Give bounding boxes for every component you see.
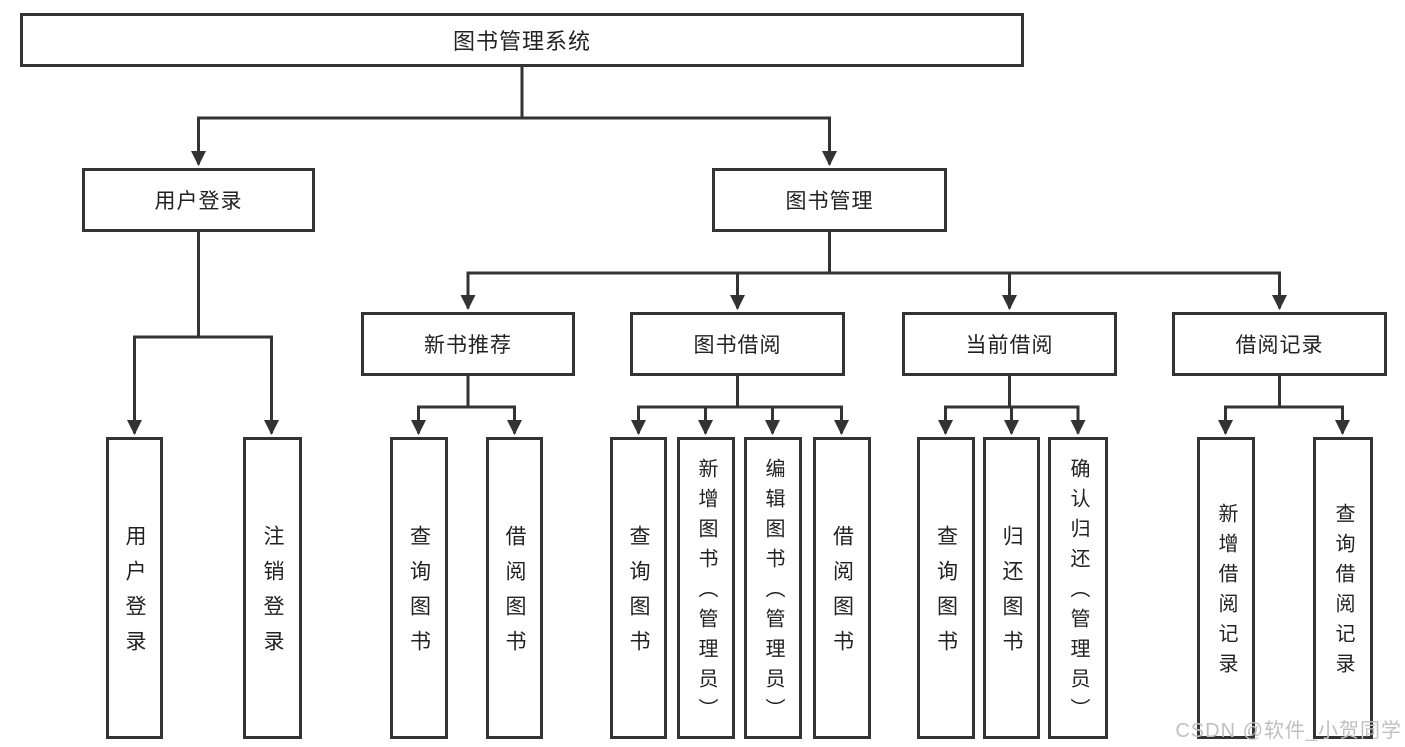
leaf-logout-label: 注销登录 <box>261 525 284 665</box>
leaf-query-borrow-record: 查询借阅记录 <box>1313 437 1373 739</box>
node-root-system: 图书管理系统 <box>20 13 1024 67</box>
leaf-user-login-label: 用户登录 <box>123 525 146 665</box>
leaf-return-books-label: 归还图书 <box>1000 525 1023 665</box>
leaf-query-borrow-record-label: 查询借阅记录 <box>1332 503 1354 683</box>
node-book-borrowing: 图书借阅 <box>630 312 845 376</box>
node-new-book-recommend: 新书推荐 <box>361 312 575 376</box>
node-book-management: 图书管理 <box>712 168 947 232</box>
leaf-confirm-return-admin: 确认归还（管理员） <box>1048 437 1108 739</box>
leaf-add-borrow-record-label: 新增借阅记录 <box>1215 503 1237 683</box>
leaf-borrowing-query-books: 查询图书 <box>610 437 667 739</box>
node-borrowing-records: 借阅记录 <box>1172 312 1387 376</box>
leaf-edit-books-admin: 编辑图书（管理员） <box>744 437 802 739</box>
leaf-recommend-borrow-books: 借阅图书 <box>486 437 543 739</box>
leaf-add-books-admin: 新增图书（管理员） <box>677 437 735 739</box>
leaf-borrowing-borrow-books-label: 借阅图书 <box>830 525 854 665</box>
leaf-return-books: 归还图书 <box>983 437 1040 739</box>
leaf-borrowing-borrow-books: 借阅图书 <box>813 437 871 739</box>
leaf-logout: 注销登录 <box>243 437 302 739</box>
csdn-watermark: CSDN @软件_小贺同学 <box>1175 720 1402 742</box>
leaf-borrowing-query-books-label: 查询图书 <box>627 525 650 665</box>
node-user-login: 用户登录 <box>82 168 315 232</box>
leaf-add-borrow-record: 新增借阅记录 <box>1197 437 1255 739</box>
leaf-current-query-books-label: 查询图书 <box>934 525 958 665</box>
leaf-recommend-query-books-label: 查询图书 <box>407 525 431 665</box>
node-current-borrowing: 当前借阅 <box>902 312 1117 376</box>
leaf-confirm-return-admin-label: 确认归还（管理员） <box>1067 458 1089 728</box>
leaf-recommend-query-books: 查询图书 <box>390 437 448 739</box>
leaf-recommend-borrow-books-label: 借阅图书 <box>503 525 526 665</box>
leaf-current-query-books: 查询图书 <box>917 437 975 739</box>
leaf-edit-books-admin-label: 编辑图书（管理员） <box>762 458 784 728</box>
leaf-add-books-admin-label: 新增图书（管理员） <box>695 458 717 728</box>
leaf-user-login: 用户登录 <box>106 437 163 739</box>
